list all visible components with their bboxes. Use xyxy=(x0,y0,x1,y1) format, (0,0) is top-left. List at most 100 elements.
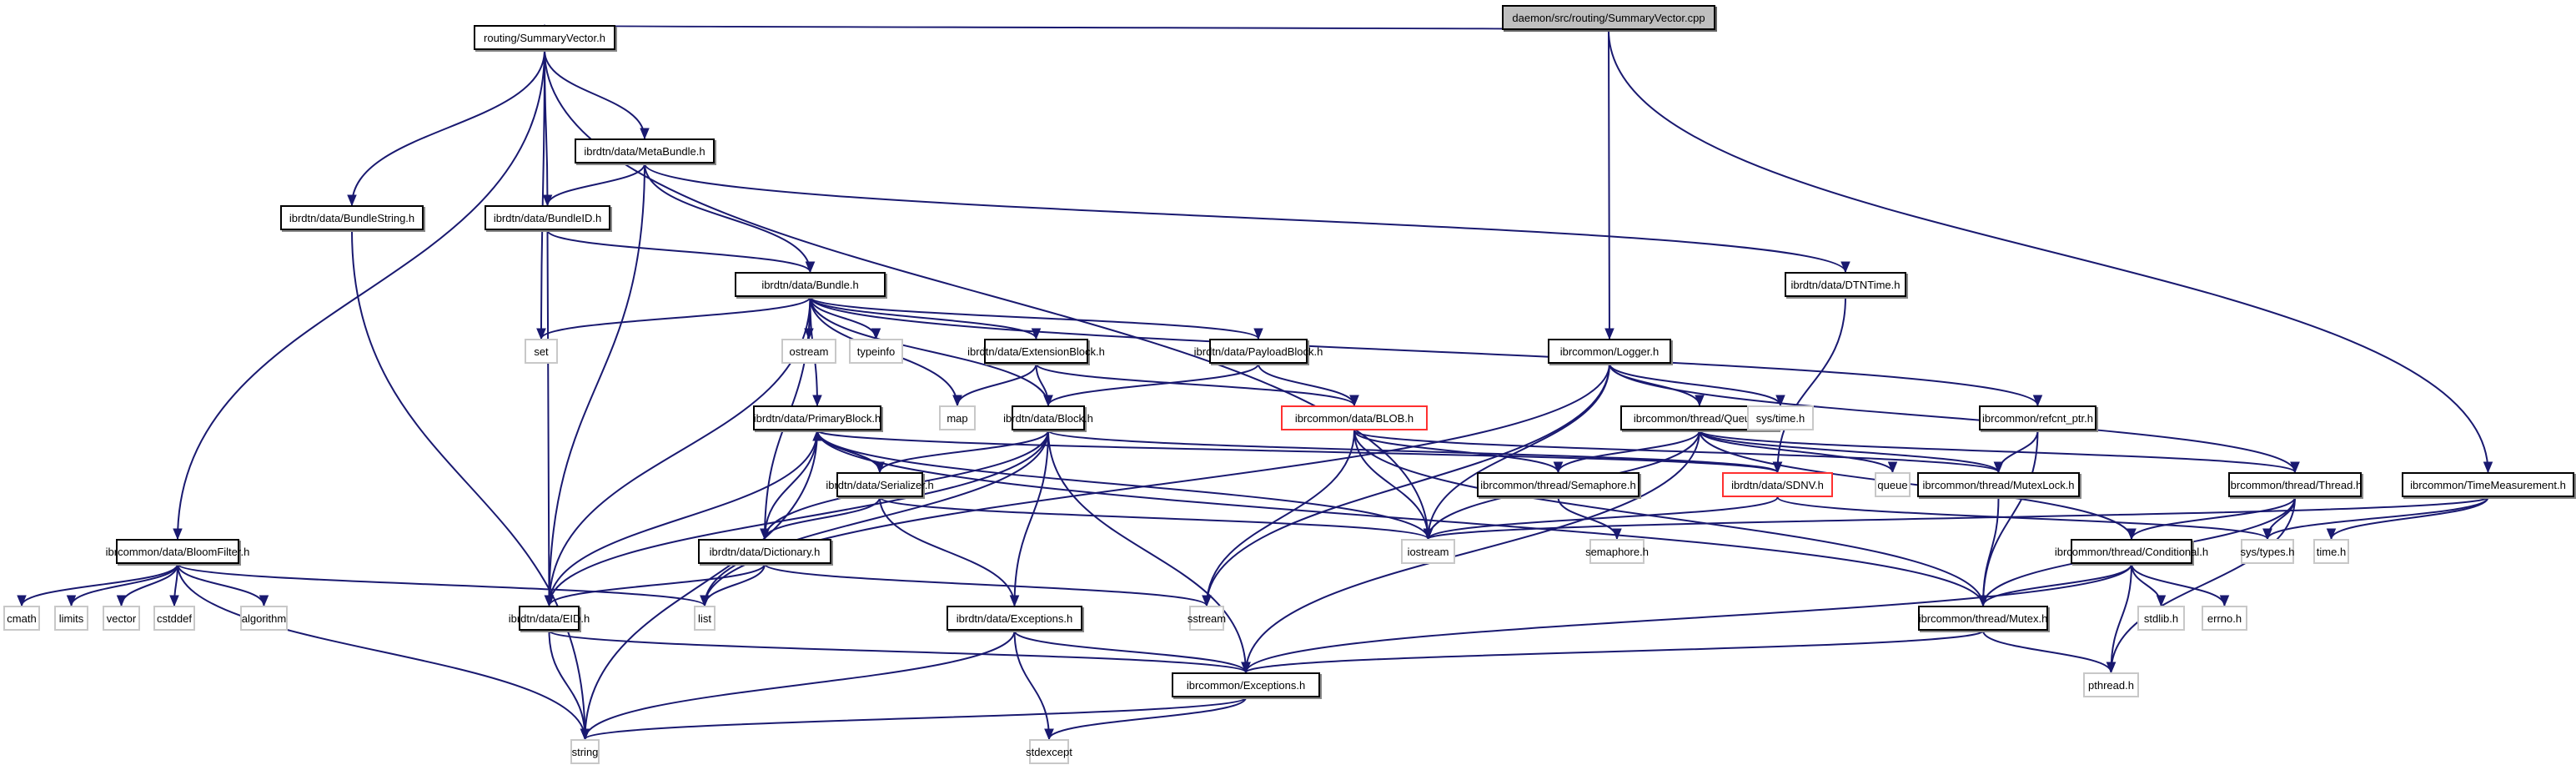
node-refcnt-ptr-h[interactable]: ibrcommon/refcnt_ptr.h xyxy=(1979,405,2096,430)
node-summaryvector-h[interactable]: routing/SummaryVector.h xyxy=(474,25,615,50)
edge-queue_h-to-semaphore_h xyxy=(1557,430,1700,473)
arrowhead-icon xyxy=(1840,261,1850,274)
node-queue[interactable]: queue xyxy=(1875,472,1911,497)
edge-blob-to-semaphore_h xyxy=(1353,430,1559,473)
arrowhead-icon xyxy=(116,595,127,607)
arrowhead-icon xyxy=(1253,328,1263,340)
node-list[interactable]: list xyxy=(694,606,716,631)
arrowhead-icon xyxy=(1044,728,1054,741)
arrowhead-icon xyxy=(2326,528,2337,541)
node-extensionblock-h[interactable]: ibrdtn/data/ExtensionBlock.h xyxy=(967,339,1105,364)
node-string[interactable]: string xyxy=(570,739,600,764)
node-vector[interactable]: vector xyxy=(103,606,140,631)
node-mutex-h[interactable]: ibrcommon/thread/Mutex.h xyxy=(1918,606,2048,631)
node-bundle-h[interactable]: ibrdtn/data/Bundle.h xyxy=(735,272,886,297)
node-sdnv-h[interactable]: ibrdtn/data/SDNV.h xyxy=(1722,472,1833,497)
node-iostream[interactable]: iostream xyxy=(1401,539,1455,564)
node-semaphore-h-sys[interactable]: semaphore.h xyxy=(1585,539,1649,564)
arrowhead-icon xyxy=(1031,328,1042,340)
node-primaryblock-h[interactable]: ibrdtn/data/PrimaryBlock.h xyxy=(753,405,881,430)
edge-dtntime-to-sdnv xyxy=(1776,296,1846,473)
node-semaphore-h[interactable]: ibrcommon/thread/Semaphore.h xyxy=(1477,472,1640,497)
edge-exceptions_dtn-to-exceptions_common xyxy=(1013,630,1247,673)
arrowhead-icon xyxy=(1202,595,1212,607)
node-eid-h[interactable]: ibrdtn/data/EID.h xyxy=(509,606,590,631)
arrowhead-icon xyxy=(1604,328,1614,340)
node-payloadblock-h[interactable]: ibrdtn/data/PayloadBlock.h xyxy=(1194,339,1323,364)
node-algorithm[interactable]: algorithm xyxy=(240,606,288,631)
node-blob-h[interactable]: ibrcommon/data/BLOB.h xyxy=(1281,405,1428,430)
node-conditional-h[interactable]: ibrcommon/thread/Conditional.h xyxy=(2055,539,2208,564)
node-mutexlock-h[interactable]: ibrcommon/thread/MutexLock.h xyxy=(1917,472,2080,497)
edge-timemeasurement-to-systypes xyxy=(2267,496,2489,540)
edge-blob-to-sstream xyxy=(1206,430,1355,606)
edge-bloomfilter-to-limits xyxy=(70,563,178,606)
arrowhead-icon xyxy=(173,528,183,541)
node-block-h[interactable]: ibrdtn/data/Block.h xyxy=(1003,405,1093,430)
node-sys-types-h[interactable]: sys/types.h xyxy=(2240,539,2295,564)
node-sstream[interactable]: sstream xyxy=(1188,606,1226,631)
edge-root-to-timemeasurement xyxy=(1608,29,2489,473)
edge-blob-to-mutex xyxy=(1353,430,1984,606)
edge-summaryvector_h-to-metabundle xyxy=(544,49,645,139)
node-limits[interactable]: limits xyxy=(54,606,88,631)
arrowhead-icon xyxy=(1775,395,1785,407)
node-stdlib-h[interactable]: stdlib.h xyxy=(2137,606,2185,631)
node-metabundle-h[interactable]: ibrdtn/data/MetaBundle.h xyxy=(575,138,715,164)
edge-bloomfilter-to-list xyxy=(177,563,706,606)
edge-extensionblock-to-map xyxy=(957,363,1037,406)
arrowhead-icon xyxy=(805,261,816,274)
node-cmath[interactable]: cmath xyxy=(3,606,40,631)
node-summaryvector-cpp[interactable]: daemon/src/routing/SummaryVector.cpp xyxy=(1502,5,1715,30)
edge-mutexlock-to-mutex xyxy=(1982,496,2000,606)
node-ostream[interactable]: ostream xyxy=(781,339,836,364)
node-logger-h[interactable]: ibrcommon/Logger.h xyxy=(1548,339,1671,364)
node-dictionary-h[interactable]: ibrdtn/data/Dictionary.h xyxy=(698,539,831,564)
edge-block-to-list xyxy=(704,430,1049,606)
arrowhead-icon xyxy=(1887,461,1898,474)
edge-timemeasurement-to-time xyxy=(2330,496,2489,540)
edge-conditional-to-pthread xyxy=(2110,563,2132,673)
node-dtntime-h[interactable]: ibrdtn/data/DTNTime.h xyxy=(1785,272,1906,297)
node-ibrcommon-exceptions-h[interactable]: ibrcommon/Exceptions.h xyxy=(1172,672,1320,697)
edge-block-to-serializer xyxy=(879,430,1049,473)
node-typeinfo[interactable]: typeinfo xyxy=(849,339,903,364)
edge-logger-to-systime xyxy=(1609,363,1781,406)
edge-metabundle-to-eid xyxy=(548,163,645,606)
edge-serializer-to-dictionary xyxy=(764,496,881,540)
edge-block-to-sdnv xyxy=(1047,430,1779,473)
node-bundlestring-h[interactable]: ibrdtn/data/BundleString.h xyxy=(280,205,424,230)
arrowhead-icon xyxy=(1423,528,1434,541)
arrowhead-icon xyxy=(544,595,555,607)
node-pthread-h[interactable]: pthread.h xyxy=(2083,672,2139,697)
edge-blob-to-mutexlock xyxy=(1353,430,2000,473)
arrowhead-icon xyxy=(952,395,962,407)
edge-bundle-to-refcnt xyxy=(809,296,2039,406)
edge-exceptions_common-to-string xyxy=(584,697,1247,740)
edges-layer xyxy=(17,23,2493,741)
arrowhead-icon xyxy=(17,595,27,607)
node-cstddef[interactable]: cstddef xyxy=(153,606,195,631)
edge-bundleid-to-eid xyxy=(546,229,550,606)
node-bloomfilter-h[interactable]: ibrcommon/data/BloomFilter.h xyxy=(106,539,249,564)
arrowhead-icon xyxy=(1241,662,1251,674)
node-stdexcept[interactable]: stdexcept xyxy=(1026,739,1072,764)
node-time-h[interactable]: time.h xyxy=(2313,539,2349,564)
node-timemeasurement-h[interactable]: ibrcommon/TimeMeasurement.h xyxy=(2402,472,2574,497)
node-set[interactable]: set xyxy=(525,339,558,364)
edge-bloomfilter-to-cmath xyxy=(21,563,178,606)
edge-eid-to-exceptions_common xyxy=(548,630,1247,673)
arrowhead-icon xyxy=(2290,461,2300,474)
edge-queue_h-to-mutexlock xyxy=(1699,430,2000,473)
node-map[interactable]: map xyxy=(939,405,976,430)
node-dtn-exceptions-h[interactable]: ibrdtn/data/Exceptions.h xyxy=(947,606,1082,631)
node-sys-time-h[interactable]: sys/time.h xyxy=(1747,405,1814,430)
node-bundleid-h[interactable]: ibrdtn/data/BundleID.h xyxy=(485,205,610,230)
arrowhead-icon xyxy=(347,194,357,207)
edge-mutex-to-exceptions_common xyxy=(1245,630,1984,673)
node-thread-h[interactable]: ibrcommon/thread/Thread.h xyxy=(2228,472,2362,497)
node-serializer-h[interactable]: ibrdtn/data/Serializer.h xyxy=(826,472,934,497)
node-errno-h[interactable]: errno.h xyxy=(2202,606,2247,631)
node-queue-h[interactable]: ibrcommon/thread/Queue.h xyxy=(1620,405,1779,430)
